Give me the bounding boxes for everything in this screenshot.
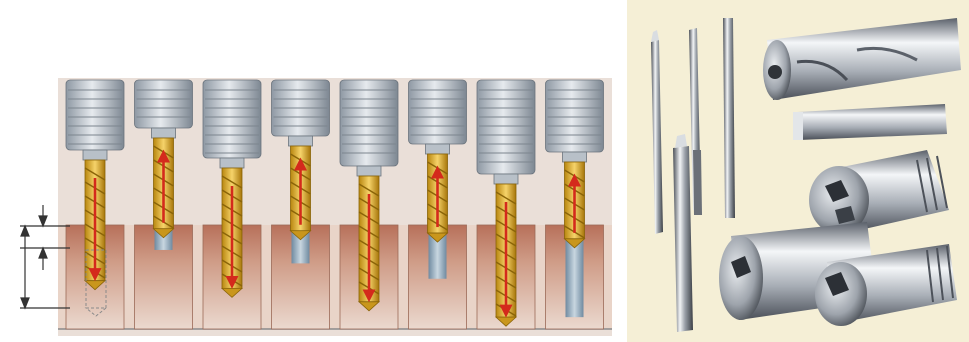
chuck-nose <box>152 128 176 138</box>
spindle-chuck <box>409 80 467 154</box>
spindle-chuck <box>477 80 535 184</box>
chuck-nose <box>426 144 450 154</box>
spindle-chuck <box>272 80 330 146</box>
chuck-body <box>135 80 193 128</box>
spindle-chuck <box>66 80 124 160</box>
chuck-nose <box>83 150 107 160</box>
chuck-nose <box>220 158 244 168</box>
chuck-body <box>203 80 261 158</box>
chuck-body <box>546 80 604 152</box>
peck-drilling-diagram <box>0 0 620 342</box>
chuck-nose <box>494 174 518 184</box>
chuck-nose <box>289 136 313 146</box>
chuck-nose <box>563 152 587 162</box>
chuck-nose <box>357 166 381 176</box>
tools-svg <box>627 0 969 342</box>
spindle-chuck <box>340 80 398 176</box>
drilling-tools-photo <box>627 0 969 342</box>
straight-drill <box>723 18 735 218</box>
spindle-chuck <box>546 80 604 162</box>
spindle-chuck <box>203 80 261 168</box>
peck-drilling-svg <box>0 0 620 342</box>
chuck-body <box>477 80 535 174</box>
